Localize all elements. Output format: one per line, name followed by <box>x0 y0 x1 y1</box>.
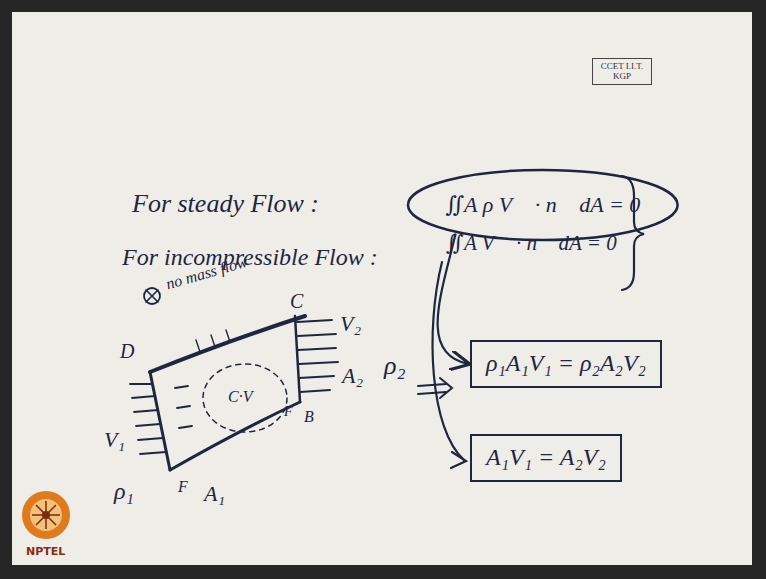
note: For incompressible Flow : <box>122 244 378 270</box>
tube-wall <box>170 402 300 470</box>
outlet-velocity <box>297 320 338 392</box>
equation: ∬A V⃗ · n⃗ dA = 0 <box>446 232 617 255</box>
node-text: ρ₁A₁V₁ = ρ₂A₂V₂ <box>486 350 646 378</box>
logo-text: NPTEL <box>26 546 65 558</box>
area-label: A₂ <box>342 364 363 388</box>
point-label: B <box>304 408 314 426</box>
equation-box: A₁V₁ = A₂V₂ <box>470 434 622 482</box>
region-label: C·V <box>228 388 252 406</box>
tube-wall <box>150 316 305 372</box>
outlet-section <box>295 316 300 402</box>
wall-hatch <box>196 330 230 352</box>
inlet-section <box>150 372 170 470</box>
control-volume <box>203 364 287 432</box>
arrow-head <box>451 452 466 468</box>
note: For steady Flow : <box>132 190 319 219</box>
node-text: A₁V₁ = A₂V₂ <box>486 444 606 472</box>
velocity-label: V₁ <box>104 428 125 452</box>
node-text: CCET I.I.T. KGP <box>598 61 646 82</box>
point-label: F <box>284 404 293 419</box>
point-label: C <box>290 290 303 312</box>
nptel-logo <box>22 491 70 539</box>
logo-box: CCET I.I.T. KGP <box>592 58 652 85</box>
point-label: F <box>178 478 188 496</box>
circled-equation: ∬A ρ V⃗ · n⃗ dA = 0 <box>406 168 680 242</box>
point-label: D <box>120 340 134 362</box>
density-label: ρ₁ <box>114 478 134 504</box>
density-label: ρ₂ <box>384 352 406 381</box>
area-label: A₁ <box>204 482 225 506</box>
equation-box: ρ₁A₁V₁ = ρ₂A₂V₂ <box>470 340 662 388</box>
node-text: ∬A ρ V⃗ · n⃗ dA = 0 <box>445 192 640 217</box>
inlet-velocity <box>130 384 192 454</box>
crossed-mark <box>144 288 160 304</box>
velocity-label: V₂ <box>340 312 361 336</box>
